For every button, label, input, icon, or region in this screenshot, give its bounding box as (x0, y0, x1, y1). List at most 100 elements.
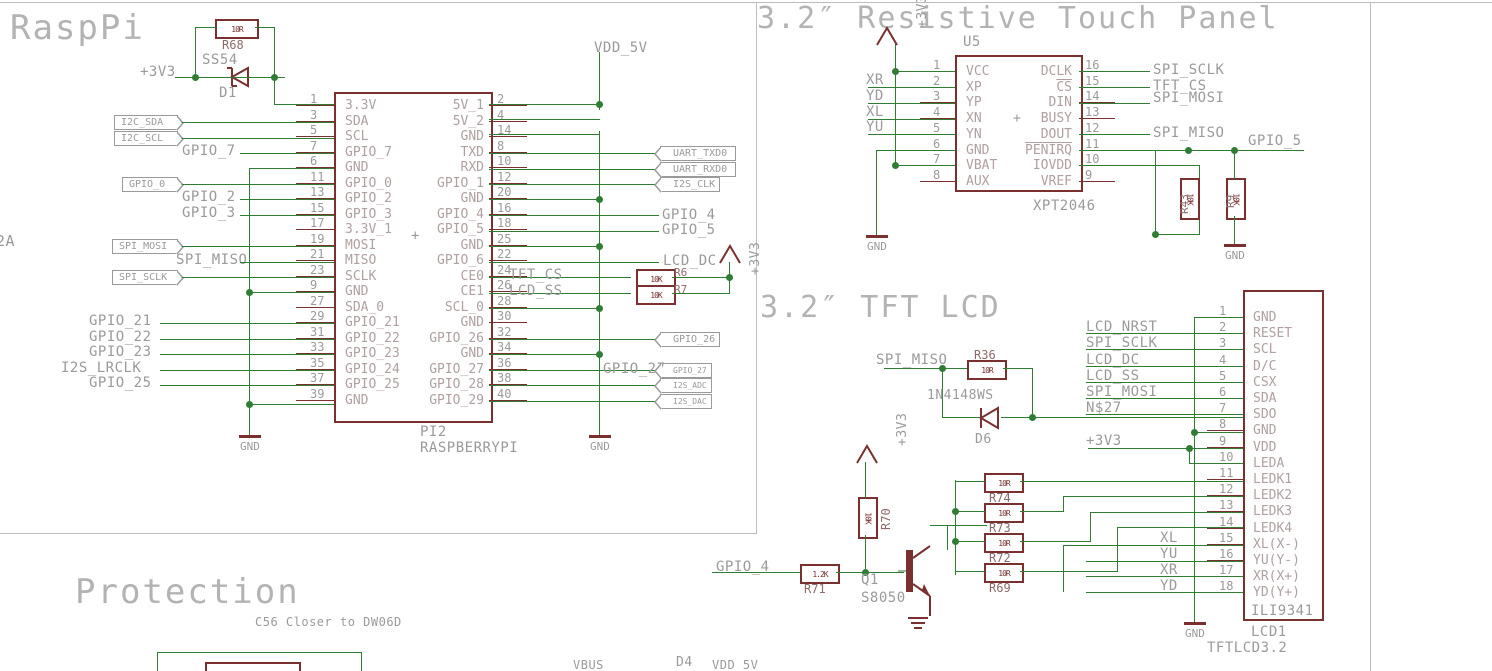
netlabel-right-i2s_clk[interactable]: I2S_CLK (654, 177, 720, 193)
u5-right-pinname-iovdd-10: IOVDD (1032, 158, 1072, 174)
u5-right-pinnum-16: 16 (1085, 58, 1100, 72)
rasppi-right-pinnum-10: 10 (497, 154, 512, 168)
rasppi-left-pinline-7 (296, 151, 334, 153)
lcd-pinnum-11: 11 (1219, 466, 1234, 480)
rasppi-left-pinname-gpio_0-11: GPIO_0 (345, 175, 392, 191)
lcd-wire-2 (1086, 333, 1243, 335)
rasppi-plus-marker: + (411, 228, 420, 244)
netlabel-right-gpio_27[interactable]: GPIO_27 (654, 363, 712, 379)
rasppi-right-pinname-rxd-10: RXD (460, 160, 484, 175)
wire-lcd-leda (1189, 463, 1243, 464)
netlabel-left-i2c_scl[interactable]: I2C_SCL (114, 131, 184, 147)
rasppi-left-pinnum-7: 7 (310, 138, 318, 153)
lcd-pinname-yuy-16: YU(Y-) (1253, 553, 1300, 568)
lcd-pinname-dc-4: D/C (1253, 358, 1277, 374)
rail-label-3v3-cs: +3V3 (748, 241, 763, 275)
netlabel-left-i2c_sda[interactable]: I2C_SDA (114, 115, 184, 131)
rasppi-right-pinname-gnd-30: GND (460, 315, 484, 330)
u5-right-pinline-9 (1079, 180, 1115, 182)
nettext-gpio4-backlight: GPIO_4 (716, 559, 770, 575)
netlabel-right-uart_txd0[interactable]: UART_TXD0 (654, 146, 736, 162)
rasppi-left-pinline-27 (296, 306, 334, 308)
lcd-pinnum-3: 3 (1219, 336, 1227, 351)
protection-text-1: VBUS (573, 658, 604, 671)
rasppi-left-pinnum-15: 15 (310, 200, 325, 215)
u5-right-pinnum-9: 9 (1085, 167, 1093, 182)
wire-3v3-to-d1 (175, 77, 285, 78)
lcd-pinline-8 (1207, 430, 1243, 432)
wire-u5-yn (868, 134, 955, 135)
netlabel-left-gpio_0[interactable]: GPIO_0 (122, 177, 184, 193)
junction-gnd-right-2 (596, 243, 603, 250)
netlabel-right-i2s_dac[interactable]: I2S_DAC (654, 394, 712, 410)
wire-xr-to-lcd (1086, 576, 1243, 577)
xpt2046-value: XPT2046 (1033, 198, 1096, 214)
nettext-gpio27: GPIO_27 (603, 361, 666, 377)
lcd-wire-5 (1086, 381, 1243, 383)
rasppi-left-pinname-gnd-9: GND (345, 284, 369, 299)
nettext-left-gpio_21: GPIO_21 (89, 313, 152, 329)
wire-r72-up (1090, 512, 1091, 542)
rasppi-left-pinline-13 (296, 198, 334, 199)
lcd-pinname-ydy-18: YD(Y+) (1253, 585, 1300, 601)
wire-gpio22 (160, 339, 334, 340)
rasppi-left-pinname-gnd-39: GND (345, 392, 369, 408)
u5-right-pinnum-14: 14 (1085, 89, 1100, 104)
resistor-r69-value: 10R (998, 568, 1010, 578)
u5-left-pinnum-7: 7 (933, 152, 941, 167)
wire-yd-to-lcd (1086, 592, 1243, 593)
lcd-pinname-sdo-7: SDO (1253, 407, 1277, 423)
wire-r36-out (1003, 368, 1033, 369)
nettext-xr-touch: XR (866, 72, 884, 88)
netlabel-right-gpio_26[interactable]: GPIO_26 (654, 332, 720, 348)
junction-gnd-right-1 (596, 196, 603, 203)
rasppi-right-pinnum-40: 40 (497, 386, 512, 401)
netlabel-right-uart_rxd0[interactable]: UART_RXD0 (654, 162, 736, 178)
lcd-pinline-13 (1207, 511, 1243, 513)
rasppi-left-pinline-15 (296, 213, 334, 215)
rasppi-left-pinline-35 (296, 368, 334, 370)
netlabel-left-spi_mosi[interactable]: SPI_MOSI (112, 239, 184, 255)
resistor-r68-value: 10R (231, 24, 243, 34)
resistor-r72: 10R (984, 533, 1024, 553)
wire-led-resistor-bus (955, 480, 956, 575)
wire-vdd5v-down (599, 52, 600, 110)
protection-text-3: VDD_5V (712, 658, 759, 671)
wire-to-pin1 (274, 104, 334, 105)
junction-bus-r73 (952, 508, 959, 515)
wire-r43-down (1155, 150, 1156, 235)
section-title-tft-lcd: 3.2″ TFT LCD (760, 290, 1001, 325)
resistor-r73: 10R (984, 503, 1024, 523)
rasppi-right-pinline-38 (489, 384, 527, 385)
resistor-r36: 10R (967, 360, 1007, 380)
wire-gpio25 (160, 385, 334, 386)
wire-spi-miso (240, 262, 334, 263)
rail-label-3v3-backlight: +3V3 (895, 412, 910, 446)
gnd-label-right: GND (590, 440, 610, 453)
rasppi-left-pinline-3 (296, 120, 334, 122)
rasppi-left-pinnum-13: 13 (310, 185, 325, 199)
nettext-left-gpio_22: GPIO_22 (89, 329, 152, 345)
netlabel-right-i2s_adc[interactable]: I2S_ADC (654, 378, 712, 394)
nettext-yu-touch: YU (866, 119, 884, 135)
rasppi-left-pinnum-3: 3 (310, 107, 318, 122)
rasppi-left-pinname-gpio_3-15: GPIO_3 (345, 206, 392, 222)
junction-u5-vcc (892, 68, 899, 75)
nettext-left-gpio_7: GPIO_7 (182, 143, 236, 159)
resistor-r74-value: 10R (998, 478, 1010, 488)
nettext-xl-touch: XL (866, 104, 884, 120)
resistor-r36-ref: R36 (974, 348, 996, 362)
lcd-nettext-3v3: +3V3 (1086, 432, 1122, 449)
nettext-tft-cs-touch: TFT_CS (1153, 78, 1207, 94)
lcd-pinname-ledk3-13: LEDK3 (1253, 504, 1293, 520)
lcd-nettext-n27: N$27 (1086, 400, 1122, 417)
resistor-r70: 10K (858, 497, 878, 539)
netlabel-left-spi_sclk[interactable]: SPI_SCLK (112, 270, 184, 286)
rasppi-left-pinline-6 (296, 167, 334, 168)
wire-bus-r73-in (955, 511, 985, 512)
rasppi-left-pinline-39 (296, 399, 334, 401)
u5-right-pinname-dclk-16: DCLK (1040, 64, 1072, 79)
lcd-pinname-csx-5: CSX (1253, 374, 1277, 390)
rasppi-right-pinnum-24: 24 (497, 262, 512, 277)
